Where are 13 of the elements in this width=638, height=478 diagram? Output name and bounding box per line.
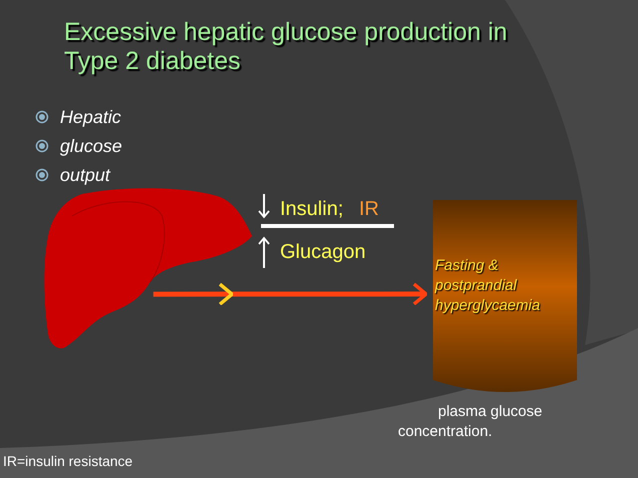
bullet-text: glucose xyxy=(60,135,122,157)
bullet-text: Hepatic xyxy=(60,106,122,128)
slide-title: Excessive hepatic glucose production in Type 2 diabetes xyxy=(64,18,508,76)
cylinder-caption: plasma glucose concentration. xyxy=(398,402,544,442)
bullet-text: output xyxy=(60,164,110,186)
liver-drawing xyxy=(42,186,252,350)
hormone-label: Glucagon xyxy=(280,240,366,264)
abbreviation: IR xyxy=(359,197,379,221)
cylinder-container xyxy=(430,198,580,394)
result-text: Fasting & postprandial hyperglycaemia xyxy=(435,256,542,316)
hormone-label: Insulin; xyxy=(280,197,344,221)
footnote: IR=insulin resistance xyxy=(3,453,133,469)
arrow xyxy=(153,283,427,305)
